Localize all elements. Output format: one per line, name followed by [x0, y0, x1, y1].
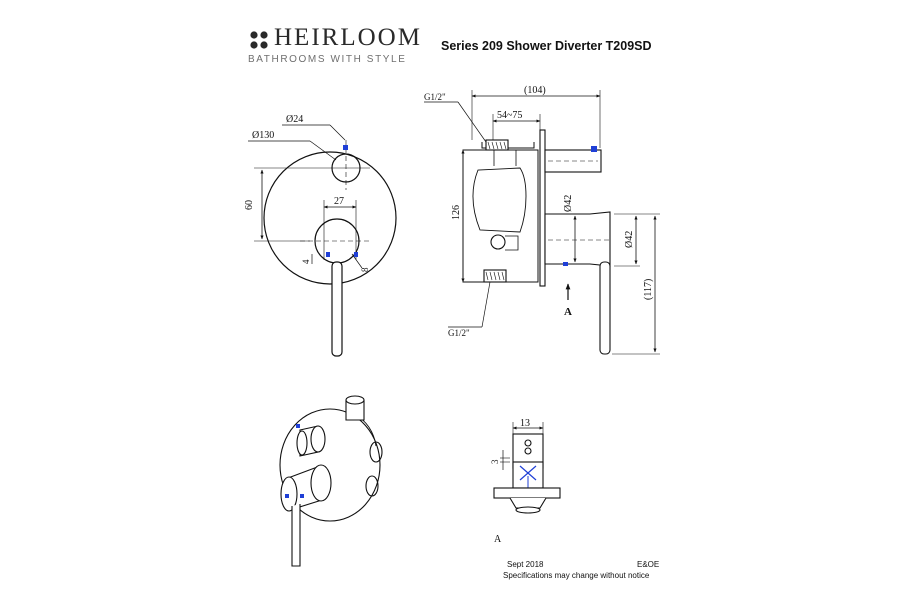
dim-d130-label: Ø130 — [252, 130, 274, 141]
footer-note: Specifications may change without notice — [503, 571, 650, 580]
brand-tagline: BATHROOMS WITH STYLE — [248, 54, 407, 65]
footer-date: Sept 2018 — [507, 560, 544, 569]
dim-8-label: 8 — [360, 267, 370, 272]
dim-104-label: (104) — [524, 85, 546, 96]
detail-a-label: A — [494, 534, 502, 545]
brand-name: HEIRLOOM — [274, 24, 422, 51]
dim-117-label: (117) — [643, 279, 654, 300]
front-view — [248, 124, 397, 357]
dim-3-label: 3 — [490, 459, 500, 464]
detail-view — [493, 422, 561, 514]
dim-13-label: 13 — [520, 418, 530, 429]
faceplate-circle — [263, 151, 397, 285]
lever-handle — [331, 261, 343, 357]
footer-eoe: E&OE — [637, 560, 660, 569]
perspective-faceplate — [279, 408, 381, 522]
thread-bottom-label: G1/2" — [448, 328, 470, 338]
dim-54-75-label: 54~75 — [497, 110, 522, 121]
page-title: Series 209 Shower Diverter T209SD — [441, 39, 652, 53]
arrow-a-label: A — [564, 306, 572, 318]
perspective-view — [279, 395, 383, 567]
dim-d42-b-label: Ø42 — [624, 231, 635, 248]
dim-126-label: 126 — [451, 205, 462, 220]
dim-4-label: 4 — [301, 259, 311, 264]
dim-60-label: 60 — [244, 200, 255, 210]
dim-27-label: 27 — [334, 196, 344, 207]
dim-d24-label: Ø24 — [286, 114, 303, 125]
side-view — [424, 90, 660, 355]
dim-d42-a-label: Ø42 — [563, 195, 574, 212]
thread-top-label: G1/2" — [424, 92, 446, 102]
logo-dots-icon — [250, 31, 268, 49]
